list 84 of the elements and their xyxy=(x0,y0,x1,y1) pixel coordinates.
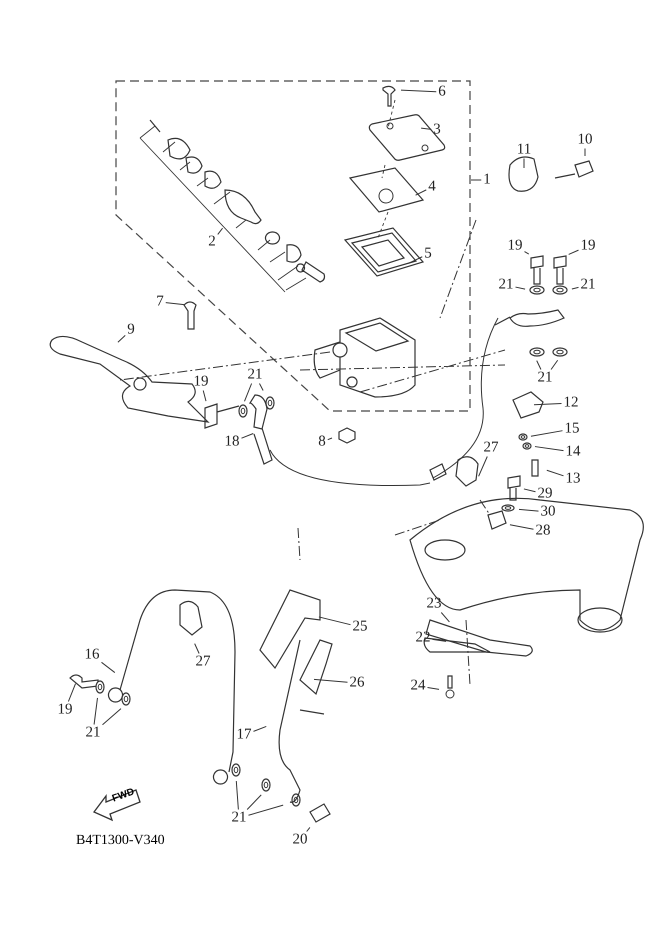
callout-number: 4 xyxy=(427,180,437,194)
leader-line xyxy=(318,616,351,626)
callout-number: 8 xyxy=(317,434,327,450)
leader-line xyxy=(534,402,562,406)
leader-line xyxy=(117,334,126,343)
callout-number: 1 xyxy=(482,172,492,188)
callout-number: 25 xyxy=(352,620,368,634)
leader-line xyxy=(165,302,185,306)
leader-line xyxy=(102,708,122,726)
leader-line xyxy=(313,678,348,683)
leader-line xyxy=(515,286,526,290)
leader-line xyxy=(258,383,264,391)
leader-line xyxy=(509,524,534,530)
leader-line xyxy=(217,228,224,235)
leader-line xyxy=(571,286,579,290)
leader-line xyxy=(478,456,488,477)
callout-number: 5 xyxy=(423,246,433,262)
callout-number: 29 xyxy=(536,486,554,502)
leader-line xyxy=(194,643,200,654)
callout-number: 21 xyxy=(246,368,264,382)
leader-line xyxy=(241,432,254,439)
drawing-code: B4T1300-V340 xyxy=(76,833,165,849)
leader-line xyxy=(306,826,310,832)
callout-number: 28 xyxy=(534,524,552,538)
callout-number: 21 xyxy=(536,370,554,386)
callout-number: 21 xyxy=(498,278,514,292)
leader-line xyxy=(327,438,332,440)
leader-line xyxy=(236,780,239,810)
callout-number: 30 xyxy=(540,504,556,520)
callout-number: 16 xyxy=(84,648,100,662)
callout-number: 19 xyxy=(506,238,524,254)
leader-line xyxy=(530,430,563,437)
leader-line xyxy=(536,360,542,370)
callout-number: 23 xyxy=(426,596,442,612)
leader-line xyxy=(202,390,206,402)
callout-number: 14 xyxy=(564,444,582,460)
leader-line xyxy=(550,360,558,370)
callout-number: 21 xyxy=(580,278,596,292)
callout-number: 20 xyxy=(292,832,308,848)
callout-number: 15 xyxy=(564,422,580,436)
leader-line xyxy=(546,470,564,476)
callout-number: 13 xyxy=(564,472,582,486)
callout-number: 22 xyxy=(414,630,432,646)
callout-number: 18 xyxy=(224,434,240,450)
callout-number: 9 xyxy=(126,322,136,338)
leader-line xyxy=(440,612,450,622)
callout-number: 10 xyxy=(576,132,594,148)
leader-line xyxy=(68,683,76,702)
leader-line xyxy=(523,488,536,492)
leader-line xyxy=(246,794,262,810)
callout-number: 11 xyxy=(516,142,532,158)
callout-number: 21 xyxy=(230,810,248,826)
callout-number: 26 xyxy=(348,676,366,690)
leader-line xyxy=(248,804,284,816)
leader-line xyxy=(432,638,447,642)
leader-line xyxy=(568,250,579,255)
leader-line xyxy=(524,251,530,255)
callout-number: 19 xyxy=(580,238,596,254)
direction-label: FWD xyxy=(110,786,136,805)
callout-number: 7 xyxy=(155,294,165,310)
leader-line xyxy=(400,90,437,92)
callout-number: 12 xyxy=(562,396,580,410)
callout-number: 19 xyxy=(56,702,74,718)
leader-line xyxy=(427,687,440,690)
leader-line xyxy=(584,148,586,156)
callout-number: 3 xyxy=(432,122,442,138)
leader-line xyxy=(415,189,427,196)
leader-line xyxy=(518,508,539,512)
assembly-outline xyxy=(115,80,471,412)
leader-line xyxy=(408,256,423,264)
callout-number: 27 xyxy=(482,440,500,456)
leader-line xyxy=(534,446,564,452)
leader-line xyxy=(94,697,98,725)
callout-number: 6 xyxy=(437,84,447,100)
callout-number: 27 xyxy=(194,654,212,670)
callout-number: 24 xyxy=(410,678,426,694)
callout-number: 19 xyxy=(192,374,210,390)
callout-number: 2 xyxy=(207,234,217,250)
leader-line xyxy=(420,128,432,130)
callout-number: 21 xyxy=(84,726,102,740)
leader-line xyxy=(101,662,116,674)
leader-line xyxy=(253,726,267,732)
callout-number: 17 xyxy=(236,728,252,742)
leader-line xyxy=(244,383,252,402)
